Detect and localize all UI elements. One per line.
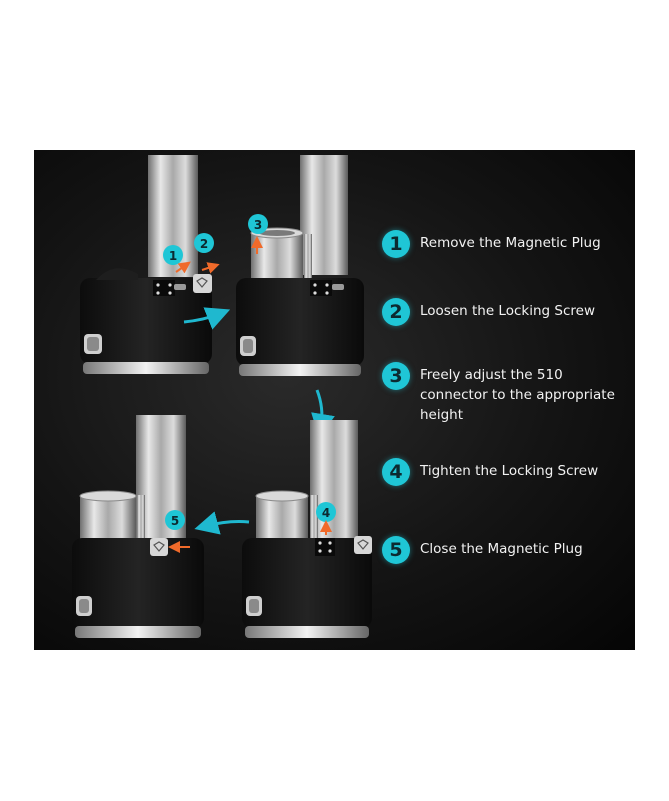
diamond-logo-icon [150, 538, 168, 556]
pointer-arrow-icon [175, 261, 191, 274]
step-label: Remove the Magnetic Plug [420, 235, 601, 251]
step-label: Close the Magnetic Plug [420, 541, 583, 557]
usb-port-icon [332, 284, 344, 290]
flow-arrow-icon [183, 307, 231, 330]
step-label: Freely adjust the 510 connector to the a… [420, 367, 615, 423]
device-step-5: 5 [72, 415, 204, 638]
step-number-badge: 4 [382, 458, 410, 486]
step-1: 1 Remove the Magnetic Plug [382, 230, 620, 258]
device-step-2: 3 [236, 155, 364, 376]
svg-text:2: 2 [200, 237, 208, 251]
svg-text:3: 3 [254, 218, 262, 232]
step-number-badge: 3 [382, 362, 410, 390]
diamond-logo-icon [354, 536, 372, 554]
instruction-panel: 1 2 3 [34, 150, 635, 650]
step-5: 5 Close the Magnetic Plug [382, 536, 620, 564]
device-step-4: 4 [242, 420, 372, 638]
pointer-arrow-icon [201, 262, 220, 274]
svg-text:1: 1 [169, 249, 177, 263]
device-step-1: 1 2 [80, 155, 220, 374]
step-2: 2 Loosen the Locking Screw [382, 298, 620, 326]
step-number-badge: 2 [382, 298, 410, 326]
usb-port-icon [174, 284, 186, 290]
svg-text:4: 4 [322, 506, 330, 520]
step-number-badge: 1 [382, 230, 410, 258]
diamond-logo-icon [193, 274, 212, 293]
svg-text:5: 5 [171, 514, 179, 528]
step-label: Loosen the Locking Screw [420, 303, 595, 319]
flow-arrow-icon [194, 511, 250, 535]
step-3: 3 Freely adjust the 510 connector to the… [382, 362, 620, 425]
step-4: 4 Tighten the Locking Screw [382, 458, 620, 486]
step-label: Tighten the Locking Screw [420, 463, 599, 479]
device-illustration: 1 2 3 [72, 155, 372, 638]
step-number-badge: 5 [382, 536, 410, 564]
